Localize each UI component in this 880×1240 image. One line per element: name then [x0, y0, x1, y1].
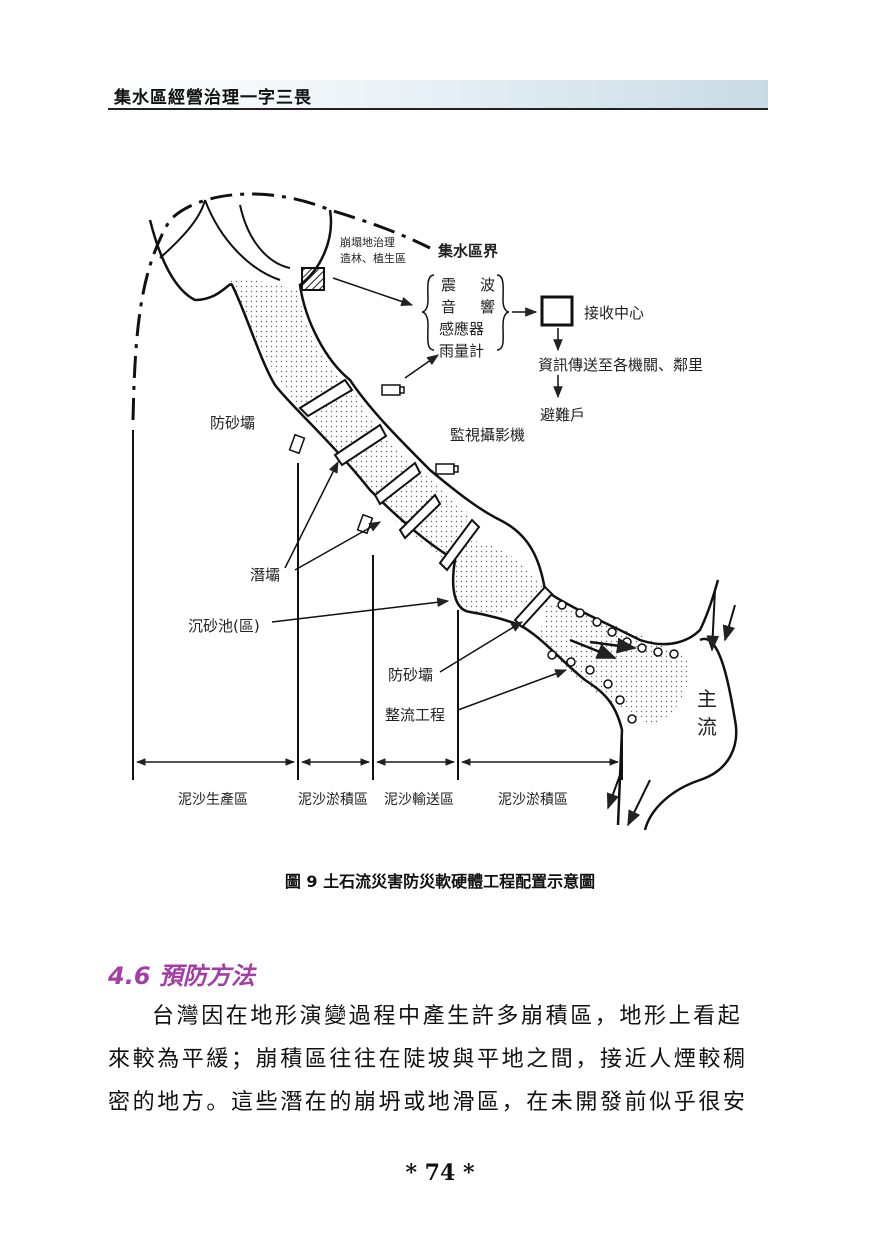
- main-stream-bank: [643, 637, 738, 831]
- sabo-dam-1: [298, 378, 354, 418]
- valley-right-bank: [298, 209, 720, 646]
- sensor-label-2: 音: [441, 298, 456, 316]
- submerged-dam-label: 潛壩: [250, 566, 280, 584]
- zone-label-production: 泥沙生產區: [178, 791, 248, 808]
- watershed-boundary: [131, 192, 431, 421]
- sensor-label-3: 響: [480, 298, 495, 316]
- sabo-dam-label-top: 防砂壩: [210, 414, 255, 432]
- info-broadcast-label: 資訊傳送至各機關、鄰里: [538, 356, 703, 374]
- submerged-pointer-1: [284, 460, 339, 569]
- running-header: 集水區經營治理一字三畏: [108, 80, 768, 110]
- sensor-label-5: 雨量計: [439, 342, 484, 360]
- camera-to-sensor-arrow: [404, 354, 439, 379]
- submerged-dam-2: [398, 493, 442, 540]
- submerged-dam-1: [373, 461, 422, 506]
- receiving-center-box: [540, 295, 574, 327]
- basin-pointer: [271, 597, 450, 623]
- sensor-label-0: 震: [441, 276, 456, 294]
- camera-icon: [288, 384, 459, 535]
- sabo-dam-2: [333, 423, 388, 467]
- river-training-label: 整流工程: [385, 706, 445, 724]
- basin-sediment: [451, 541, 545, 615]
- body-line-1: 台灣因在地形演變過程中產生許多崩積區，地形上看起: [152, 1004, 743, 1029]
- zone-boundaries: [132, 430, 623, 780]
- evacuees-label: 避難戶: [540, 406, 585, 424]
- zone-label-transport: 泥沙輸送區: [384, 792, 454, 808]
- main-stream-label-1: 主: [697, 687, 717, 711]
- dam-pointer: [439, 621, 524, 673]
- sensor-label-1: 波: [480, 276, 495, 294]
- tributary-left: [159, 199, 206, 259]
- collapse-to-sensor-arrow: [332, 277, 414, 307]
- header-title: 集水區經營治理一字三畏: [114, 88, 312, 108]
- sensor-label-4: 感應器: [439, 320, 484, 338]
- body-paragraph: 台灣因在地形演變過程中產生許多崩積區，地形上看起 來較為平緩；崩積區往往在陡坡與…: [108, 995, 770, 1124]
- boundary-label: 集水區界: [437, 242, 498, 260]
- body-line-3: 密的地方。這些潛在的崩坍或地滑區，在未開發前似乎很安: [108, 1090, 748, 1115]
- sabo-dam-label-bottom: 防砂壩: [388, 666, 433, 684]
- main-stream-label-2: 流: [697, 715, 717, 739]
- body-line-2: 來較為平緩；崩積區往往在陡坡與平地之間，接近人煙較稠: [108, 1047, 748, 1072]
- tributary-middle: [204, 199, 281, 281]
- main-flow-arrow-4: [606, 774, 621, 810]
- cctv-label: 監視攝影機: [450, 426, 525, 444]
- debris-flow-diagram: 集水區界 崩塌地治理 造林、植生區 震 波 音 響 感應器 雨量計 接收中心 資…: [131, 192, 738, 831]
- zone-label-deposition-2: 泥沙淤積區: [498, 792, 568, 808]
- upper-sediment-zone: [230, 278, 345, 410]
- zone-label-deposition-1: 泥沙淤積區: [298, 792, 368, 808]
- main-flow-arrow-3: [627, 779, 651, 827]
- collapse-label-2: 造林、植生區: [340, 251, 406, 265]
- submerged-pointer-2: [294, 521, 382, 571]
- main-flow-arrow-2: [722, 604, 736, 642]
- flow-arrow-1: [569, 638, 617, 660]
- sabo-dam-3: [438, 518, 481, 572]
- sensor-bracket-left: [421, 274, 435, 351]
- settling-basin-label: 沉砂池(區): [188, 617, 260, 635]
- training-pointer: [457, 669, 568, 711]
- section-title: 4.6 預防方法: [108, 962, 255, 990]
- page-number: * 74 *: [405, 1160, 475, 1186]
- receiving-center-label: 接收中心: [584, 304, 644, 322]
- sensor-bracket-right: [496, 274, 510, 351]
- flow-arrow-2: [589, 637, 637, 654]
- main-flow-arrow-1: [706, 589, 720, 652]
- collapse-label-1: 崩塌地治理: [340, 235, 395, 249]
- figure-caption: 圖 9 土石流災害防災軟硬體工程配置示意圖: [284, 872, 596, 891]
- tributary-right: [239, 204, 291, 269]
- fan-sediment: [540, 600, 690, 725]
- collapse-area-hatch: [301, 267, 325, 291]
